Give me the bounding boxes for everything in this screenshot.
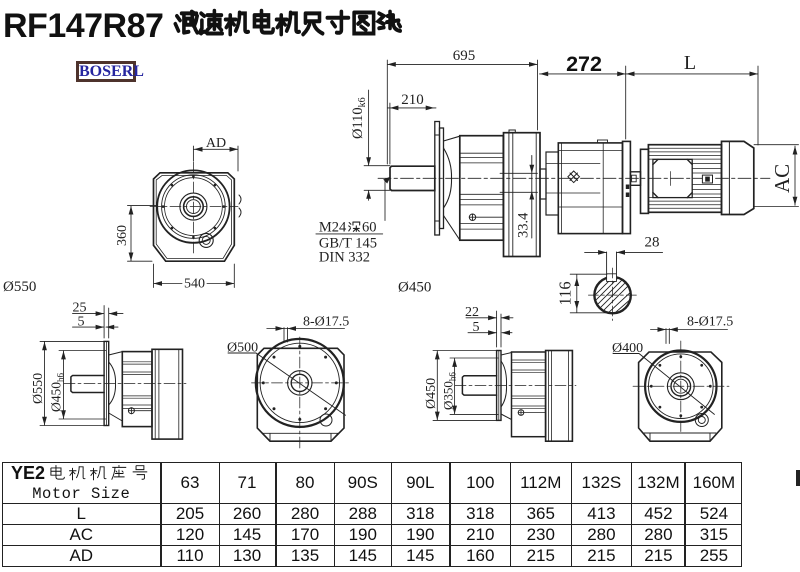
svg-text:8-Ø17.5: 8-Ø17.5 xyxy=(687,315,733,330)
svg-text:Ø450: Ø450 xyxy=(424,378,439,409)
svg-text:Ø110k6: Ø110k6 xyxy=(350,97,368,139)
svg-text:116: 116 xyxy=(556,281,575,305)
svg-text:Ø550: Ø550 xyxy=(31,373,46,404)
svg-text:YE2: YE2 xyxy=(11,463,45,483)
svg-text:L: L xyxy=(684,52,696,74)
svg-text:5: 5 xyxy=(473,320,480,335)
svg-text:28: 28 xyxy=(645,235,660,251)
svg-text:8-Ø17.5: 8-Ø17.5 xyxy=(303,315,349,330)
svg-text:DIN 332: DIN 332 xyxy=(319,250,370,266)
svg-text:Ø450h6: Ø450h6 xyxy=(49,373,66,413)
svg-text:AD: AD xyxy=(206,136,226,151)
svg-text:60: 60 xyxy=(362,220,377,236)
svg-text:Ø550: Ø550 xyxy=(3,279,36,295)
svg-text:GB/T 145: GB/T 145 xyxy=(319,236,377,252)
svg-text:210: 210 xyxy=(401,92,424,108)
svg-text:25: 25 xyxy=(73,301,87,316)
svg-text:272: 272 xyxy=(566,52,602,76)
svg-text:AC: AC xyxy=(770,164,794,193)
svg-text:695: 695 xyxy=(453,48,476,64)
svg-text:Ø500: Ø500 xyxy=(227,341,258,356)
svg-text:M24: M24 xyxy=(319,220,347,236)
svg-text:5: 5 xyxy=(78,315,85,330)
svg-text:33.4: 33.4 xyxy=(516,212,532,238)
svg-text:540: 540 xyxy=(184,277,205,292)
svg-text:Ø450: Ø450 xyxy=(398,280,431,296)
svg-text:Ø400: Ø400 xyxy=(612,341,643,356)
svg-text:360: 360 xyxy=(115,225,130,246)
svg-text:22: 22 xyxy=(465,305,479,320)
svg-text:Ø350h6: Ø350h6 xyxy=(440,372,457,410)
